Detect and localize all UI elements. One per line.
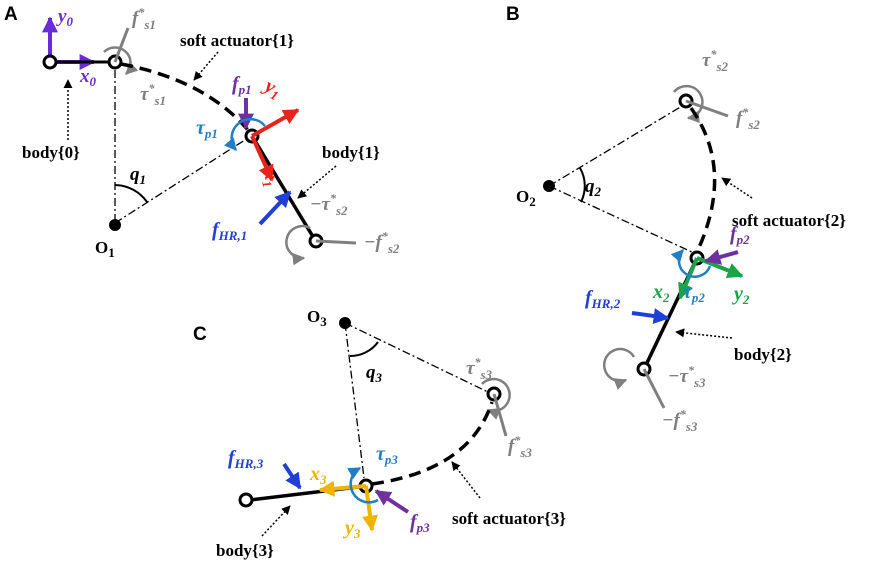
joint-body0	[42, 54, 58, 70]
q1-label: q1	[130, 164, 146, 187]
minus-tau-s2-arc	[285, 224, 311, 266]
tau-p2-label: τp2	[683, 281, 705, 305]
tau-s3-label: τ*s3	[466, 355, 492, 382]
o3-label: O3	[307, 307, 327, 329]
f-p2-arrow	[704, 249, 739, 265]
soft-actuator-2-label: soft actuator{2}	[732, 211, 846, 230]
f-hr1-arrow	[258, 190, 292, 226]
q2-arc	[579, 167, 586, 203]
tau-s1-label: τ*s1	[140, 81, 166, 108]
q3-arc	[349, 341, 379, 358]
radius-line-c2	[344, 322, 489, 393]
o2-point	[543, 180, 555, 192]
f-s1-label: f*s1	[132, 5, 156, 32]
x2-arrow	[678, 257, 699, 300]
tau-p3-label: τp3	[376, 443, 398, 467]
tau-s2-label: τ*s2	[702, 47, 728, 74]
f-hr3-label: fHR,3	[228, 447, 264, 471]
tau-s3-arc	[481, 377, 511, 420]
f-hr2-label: fHR,2	[585, 287, 621, 311]
soft-actuator-2-curve	[689, 106, 717, 253]
panel-c-label: C	[193, 324, 207, 345]
panel-c: C O3 q3 τ*s3 f*s3 soft actuator{3} x3 y3…	[193, 307, 566, 560]
radius-line-a2	[114, 137, 249, 224]
panel-b-label: B	[506, 4, 520, 25]
soft-actuator-1-pointer	[193, 51, 219, 81]
f-p3-arrow	[374, 489, 410, 514]
soft-actuator-3-curve	[371, 401, 494, 486]
radius-line-b1	[548, 105, 683, 187]
radius-line-c1	[344, 322, 365, 479]
f-p1-label: fp1	[232, 73, 252, 97]
radius-line-b2	[548, 185, 695, 254]
soft-actuator-1-label: soft actuator{1}	[180, 31, 294, 50]
body3-pointer	[261, 505, 291, 537]
x0-label: x0	[79, 66, 97, 89]
f-s2-label: f*s2	[736, 105, 760, 132]
q3-label: q3	[366, 362, 383, 385]
x2-label: x2	[652, 281, 670, 305]
x3-label: x3	[309, 463, 327, 487]
body3-end	[238, 492, 254, 508]
body2-label: body{2}	[734, 345, 792, 364]
tau-p3-arc	[347, 466, 379, 504]
q2-label: q2	[585, 176, 602, 199]
panel-a: A y0 x0 f*s1 τ*s1 soft actuator{1} O1 q1…	[4, 4, 400, 266]
soft-actuator-1-curve	[120, 62, 250, 132]
x1-arrow	[250, 135, 274, 182]
minus-f-s2-label: −f*s2	[364, 229, 400, 256]
y2-label: y2	[732, 283, 750, 307]
body1-link	[250, 135, 317, 241]
f-s3-arrow	[492, 393, 508, 437]
f-hr2-arrow	[631, 308, 670, 324]
minus-tau-s3-arc	[602, 347, 636, 390]
tau-s1-arc	[103, 46, 139, 75]
f-s3-label: f*s3	[508, 433, 532, 460]
y0-label: y0	[56, 6, 73, 29]
f-p2-label: fp2	[730, 223, 750, 247]
f-p3-label: fp3	[410, 511, 430, 535]
y1-label: y1	[258, 74, 285, 103]
panel-b: B τ*s2 f*s2 soft actuator{2} O2 q2 y2 x2…	[506, 4, 846, 434]
body2-pointer	[675, 328, 733, 339]
q1-arc	[114, 184, 148, 203]
tau-p1-arc	[224, 117, 266, 151]
y3-label: y3	[343, 517, 361, 541]
body0-label: body{0}	[22, 143, 80, 162]
x1-label: x1	[256, 166, 284, 189]
minus-tau-s3-label: −τ*s3	[668, 363, 706, 390]
minus-f-s2-arrow	[315, 239, 357, 245]
soft-actuator-3-label: soft actuator{3}	[452, 509, 566, 528]
y1-arrow	[251, 108, 300, 138]
soft-actuator-2-pointer	[721, 177, 753, 199]
body3-label: body{3}	[216, 541, 274, 560]
f-s2-arrow	[685, 99, 729, 118]
y3-arrow	[362, 485, 378, 532]
minus-f-s3-label: −f*s3	[662, 407, 698, 434]
f-hr3-arrow	[282, 462, 302, 490]
panel-a-label: A	[4, 4, 18, 25]
o1-label: O1	[95, 238, 115, 260]
minus-f-s3-arrow	[642, 368, 666, 409]
tau-p1-label: τp1	[196, 117, 218, 141]
body1-label: body{1}	[322, 143, 380, 162]
soft-actuator-3-pointer	[451, 461, 481, 499]
f-hr1-label: fHR,1	[212, 219, 247, 243]
body1-pointer	[297, 165, 337, 199]
tau-p2-arc	[670, 249, 712, 278]
f-s1-arrow	[113, 27, 130, 63]
minus-tau-s2-label: −τ*s2	[310, 191, 348, 218]
o2-label: O2	[516, 187, 536, 209]
o1-point	[109, 219, 121, 231]
x3-arrow	[318, 480, 367, 497]
